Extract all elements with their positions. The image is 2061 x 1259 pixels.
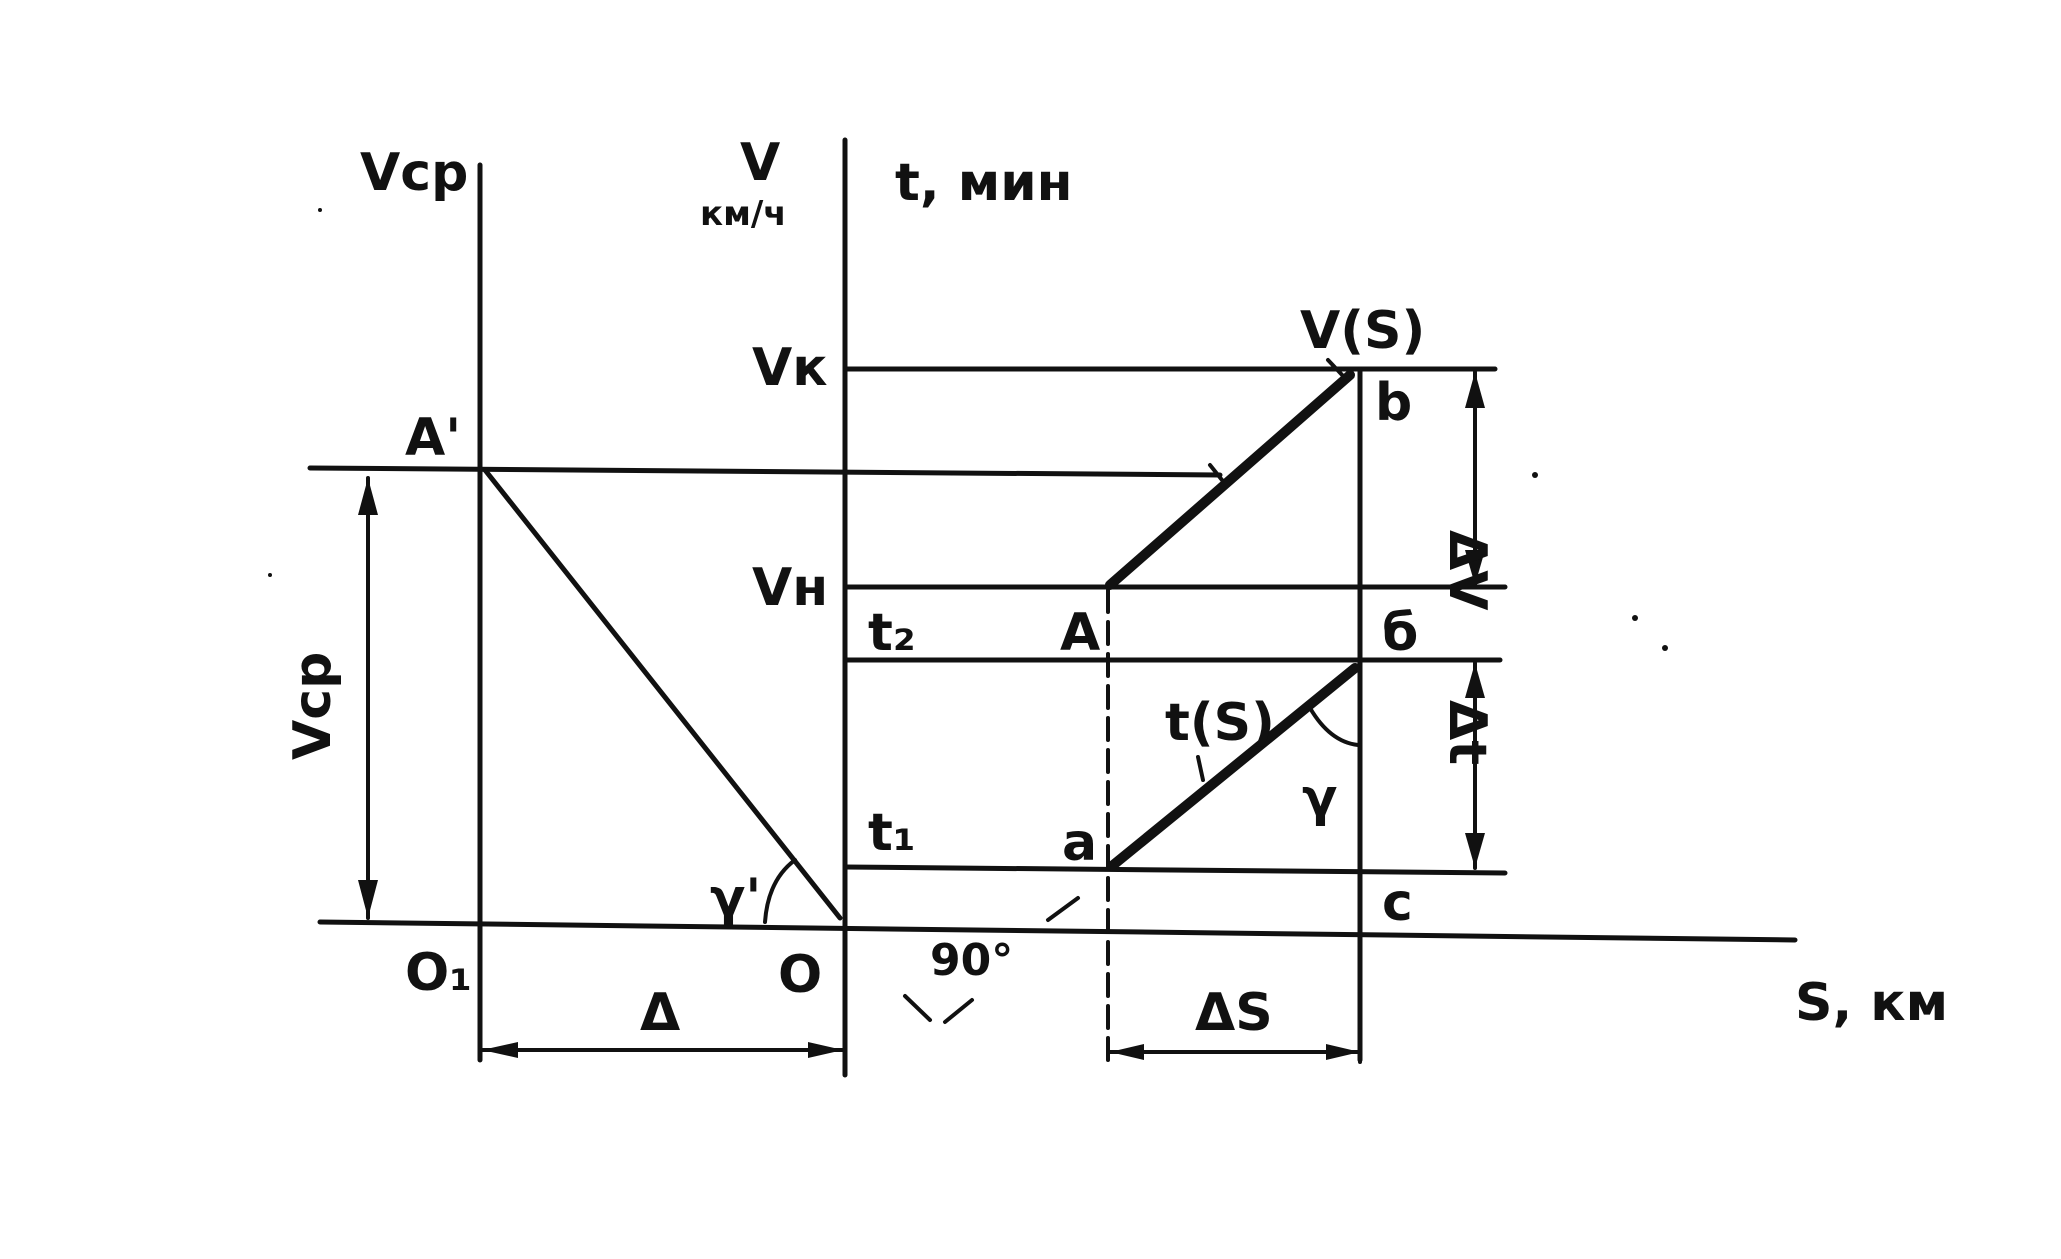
point-o-label: O	[778, 945, 822, 1005]
v-avg-dimension-label: Vср	[283, 652, 343, 760]
s-axis	[317, 919, 1798, 943]
delta-v-dimension-arrow-bottom	[1465, 550, 1485, 585]
delta-t-dimension-arrow-bottom	[1465, 833, 1485, 868]
scan-speck	[318, 208, 322, 212]
delta-v-dimension-label: ΔV	[1437, 530, 1497, 611]
delta-s-dimension-label: ΔS	[1195, 983, 1273, 1043]
delta-v-dimension-arrow-top	[1465, 372, 1485, 408]
point-a-label: A	[1060, 603, 1100, 663]
delta-dimension-arrow-left	[482, 1042, 518, 1058]
delta-t-dimension-label: Δt	[1437, 700, 1497, 765]
scan-speck	[1632, 615, 1638, 621]
delta-dimension-arrow-right	[808, 1042, 843, 1058]
perpendicular-dash-1	[903, 994, 932, 1022]
point-o1-label: O₁	[405, 943, 472, 1003]
delta-s-dimension-arrow-right	[1326, 1044, 1360, 1060]
delta-t-dimension-arrow-top	[1465, 663, 1485, 698]
gamma-label: γ	[1302, 768, 1337, 828]
scan-speck	[268, 573, 272, 577]
v-avg-dimension-arrow-top	[358, 478, 378, 515]
v-avg-dimension-arrow-bottom	[358, 880, 378, 918]
speed-curve-line	[1105, 370, 1355, 590]
delta-s-dimension-arrow-left	[1110, 1044, 1144, 1060]
a-prime-to-o-line	[482, 467, 843, 921]
time-curve-label: t(S)	[1165, 693, 1275, 753]
v-axis-unit: км/ч	[700, 194, 787, 234]
speed-curve-label: V(S)	[1300, 301, 1425, 361]
point-a-prime-label: A'	[405, 408, 461, 468]
gamma-arc	[1308, 706, 1360, 747]
a-point-pointer	[1208, 463, 1224, 482]
speed-curve-pointer	[1326, 358, 1347, 380]
t-first-line	[842, 864, 1508, 876]
point-a-lower-label: a	[1062, 813, 1097, 873]
right-angle-label: 90°	[930, 935, 1013, 986]
time-curve-line	[1107, 663, 1360, 871]
t-first-label: t₁	[868, 803, 916, 863]
v-avg-line	[307, 465, 1223, 478]
v-final-label: Vк	[752, 338, 828, 398]
point-c-label: c	[1382, 873, 1413, 933]
v-initial-label: Vн	[752, 558, 828, 618]
point-b-upper-label: b	[1375, 373, 1412, 433]
point-b-lower-label: б	[1382, 603, 1418, 663]
gamma-prime-label: γ'	[710, 868, 761, 928]
v-avg-axis-label: Vср	[360, 143, 468, 203]
t-second-label: t₂	[868, 603, 916, 663]
s-axis-label: S, км	[1795, 973, 1948, 1033]
scan-speck	[1532, 472, 1538, 478]
perpendicular-dash-2	[943, 998, 974, 1024]
v-axis-label: V	[740, 133, 780, 193]
time-curve-pointer	[1196, 755, 1205, 782]
gamma-prime-arc	[763, 858, 797, 924]
scan-speck	[1662, 645, 1668, 651]
t-axis-label: t, мин	[895, 153, 1073, 213]
delta-dimension-label: Δ	[640, 983, 680, 1043]
right-angle-mark	[1046, 896, 1080, 922]
